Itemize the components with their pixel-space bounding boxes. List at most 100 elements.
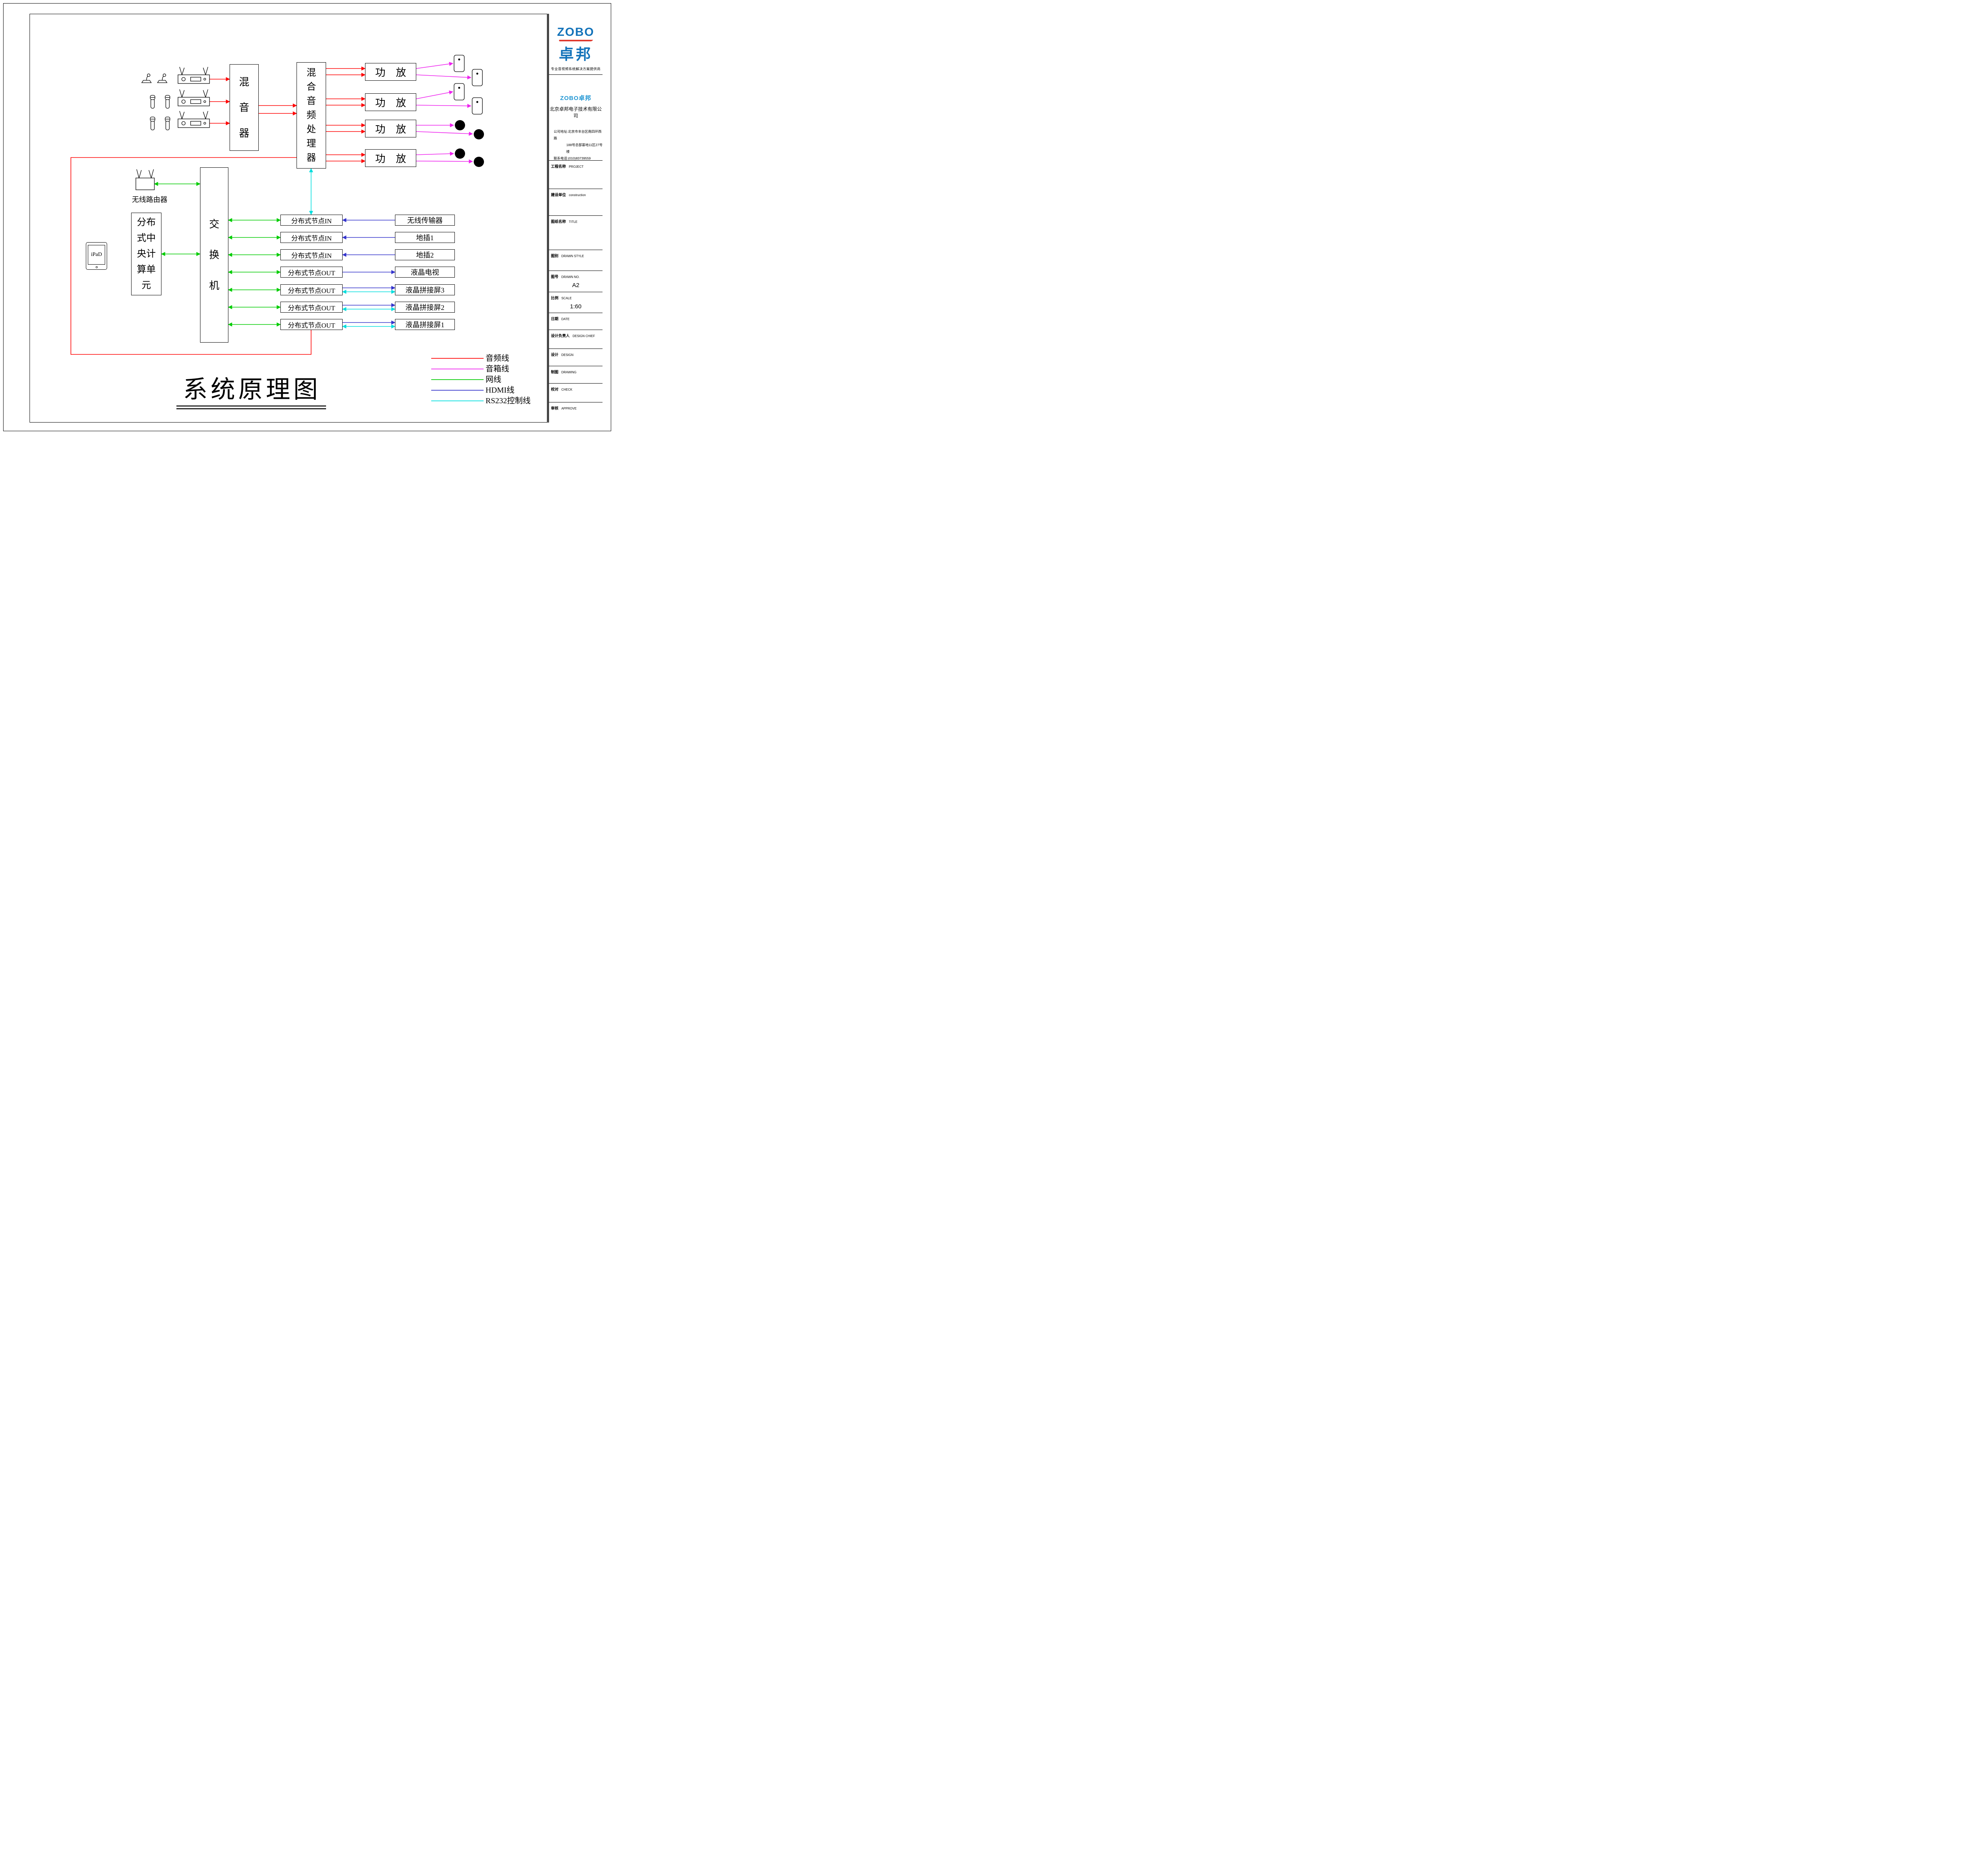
field-label-cn: 设计负责人 [551, 334, 570, 338]
tb-field-title: 图纸名称 TITLE [549, 216, 603, 250]
node-in-box-2: 分布式节点IN [280, 232, 343, 243]
audio-wires [70, 66, 366, 355]
node-out-label: 分布式节点OUT [288, 304, 335, 312]
ipad-device: iPaD [86, 242, 107, 270]
tb-company-cell: ZOBO卓邦 北京卓邦电子技术有限公司 公司地址:北京市丰台区南四环西路 188… [549, 75, 603, 161]
node-out-label: 分布式节点OUT [288, 321, 335, 329]
ceiling-speaker-icon [474, 157, 484, 167]
field-label-en: SCALE [561, 297, 572, 300]
title-underline [176, 405, 326, 410]
tb-field-drawing: 制图 DRAWING [549, 366, 603, 384]
node-out-box-4: 分布式节点OUT [280, 319, 343, 330]
device-box-lcd-splice-screen-2: 液晶拼接屏2 [395, 302, 455, 313]
field-label-en: DRAWING [561, 371, 577, 374]
ceiling-speaker-icon [474, 129, 484, 139]
compute-unit-box: 分布式中央计算单元 [131, 213, 161, 295]
company-address-1: 公司地址:北京市丰台区南四环西路 [554, 130, 602, 140]
legend-label-hdmi: HDMI线 [486, 386, 515, 395]
tb-logo-cell: ZOBO 卓邦 专业音视频系统解决方案提供商 [549, 14, 603, 75]
device-box-floor-socket-2: 地插2 [395, 249, 455, 260]
field-label-cn: 日期 [551, 317, 559, 321]
handheld-mic-icon [150, 117, 156, 130]
field-label-cn: 审核 [551, 406, 559, 411]
field-label-cn: 工程名称 [551, 165, 566, 169]
field-label: 制图 DRAWING [549, 366, 603, 375]
wireless-router-label: 无线路由器 [132, 196, 167, 204]
amplifier-box-2: 功 放 [365, 93, 416, 111]
node-out-box-2: 分布式节点OUT [280, 284, 343, 295]
wall-speaker-icon [472, 69, 483, 86]
equipment-icons [135, 55, 484, 190]
field-label: 设计负责人 DESIGN CHIEF [549, 330, 603, 339]
mixer-label: 混音器 [239, 76, 249, 139]
field-label-cn: 图别 [551, 254, 559, 258]
node-out-label: 分布式节点OUT [288, 269, 335, 277]
amplifier-label: 功 放 [375, 67, 410, 78]
tb-field-check: 校对 CHECK [549, 384, 603, 402]
mixer-box: 混音器 [230, 64, 259, 151]
device-box-lcd-tv: 液晶电视 [395, 267, 455, 278]
node-out-box-3: 分布式节点OUT [280, 302, 343, 313]
drawing-sheet: 混音器 混合音频处理器 功 放 功 放 功 放 功 放 交换机 分布式中央计算单… [0, 0, 614, 434]
ipad-label: iPaD [91, 252, 102, 258]
node-in-label: 分布式节点IN [291, 252, 332, 260]
rs232-wires [309, 168, 396, 329]
wireless-receiver-icon [178, 89, 210, 106]
switch-label: 交换机 [209, 218, 219, 291]
wall-speaker-icon [454, 83, 465, 100]
company-tagline: 专业音视频系统解决方案提供商 [551, 67, 601, 71]
device-label: 液晶拼接屏2 [405, 304, 445, 311]
node-in-box-1: 分布式节点IN [280, 215, 343, 226]
legend-label-speaker: 音箱线 [486, 365, 509, 373]
ceiling-speaker-icon [455, 148, 465, 159]
handheld-mic-icon [165, 95, 171, 109]
legend-lines [431, 358, 484, 401]
system-title: 系统原理图 [183, 376, 321, 403]
field-label: 审核 APPROVE [549, 402, 603, 412]
field-label-en: PROJECT [569, 165, 584, 169]
wifi-router-icon [135, 169, 155, 190]
speaker-wires [416, 62, 473, 164]
field-label: 校对 CHECK [549, 384, 603, 393]
ipad-home-button [95, 266, 98, 268]
field-label: 图别 DRAWN STYLE [549, 250, 603, 259]
device-label: 无线传输器 [407, 217, 443, 224]
legend-label-rs232: RS232控制线 [486, 397, 531, 405]
field-label: 工程名称 PROJECT [549, 161, 603, 170]
field-label: 日期 DATE [549, 313, 603, 322]
tb-field-scale: 比例 SCALE 1:60 [549, 292, 603, 313]
amplifier-box-1: 功 放 [365, 63, 416, 81]
field-label-en: construction [569, 193, 586, 197]
legend-label-audio: 音频线 [486, 354, 509, 363]
tb-field-approve: 审核 APPROVE [549, 402, 603, 423]
network-wires [154, 182, 281, 327]
tb-field-construction: 建设单位 construction [549, 189, 603, 216]
node-in-label: 分布式节点IN [291, 234, 332, 242]
field-label-cn: 校对 [551, 387, 559, 392]
field-label-en: DRAWN STYLE [561, 254, 584, 258]
wireless-receiver-icon [178, 111, 210, 128]
handheld-mic-icon [150, 95, 156, 109]
page-border [3, 3, 611, 431]
device-label: 地插2 [416, 251, 434, 259]
company-name-full: 北京卓邦电子技术有限公司 [549, 106, 602, 119]
field-label: 图纸名称 TITLE [549, 216, 603, 225]
field-label-cn: 制图 [551, 370, 559, 374]
node-in-label: 分布式节点IN [291, 217, 332, 225]
switch-box: 交换机 [200, 167, 228, 343]
tb-field-drawn-style: 图别 DRAWN STYLE [549, 250, 603, 271]
wall-speaker-icon [472, 97, 483, 115]
gooseneck-mic-icon [141, 73, 152, 83]
amplifier-label: 功 放 [375, 97, 410, 109]
device-label: 液晶电视 [411, 269, 439, 276]
field-value: A2 [572, 282, 580, 289]
tb-field-date: 日期 DATE [549, 313, 603, 330]
field-label-en: TITLE [569, 220, 578, 224]
field-label-cn: 图号 [551, 275, 559, 279]
wireless-receiver-icon [178, 67, 210, 84]
field-label-en: CHECK [561, 388, 573, 391]
wall-speaker-icon [454, 55, 465, 72]
device-box-lcd-splice-screen-1: 液晶拼接屏1 [395, 319, 455, 330]
logo-swoosh-decoration [558, 40, 593, 41]
node-in-box-3: 分布式节点IN [280, 249, 343, 260]
